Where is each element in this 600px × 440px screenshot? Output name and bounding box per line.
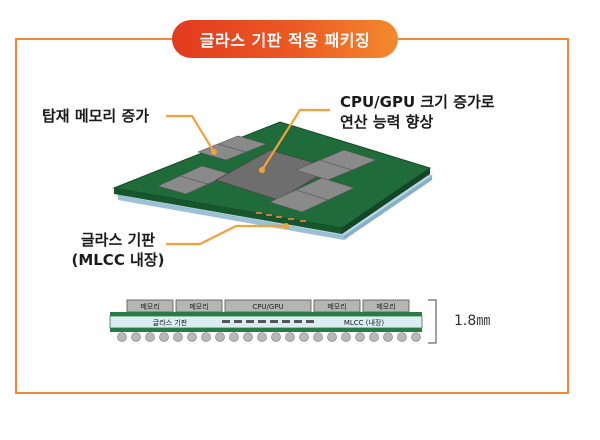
mlcc-markers <box>256 212 306 222</box>
memory-leader-line <box>166 114 215 153</box>
memory-leader-dot <box>211 149 217 155</box>
cpu-gpu-label-line1: CPU/GPU 크기 증가로 <box>340 93 495 111</box>
package-3d <box>112 121 434 240</box>
cross-mlcc-label: MLCC (내장) <box>344 318 385 327</box>
cross-chip-label: 메모리 <box>376 302 395 311</box>
memory-increase-label: 탑재 메모리 증가 <box>42 107 150 125</box>
title-badge: 글라스 기판 적용 패키징 <box>172 20 398 58</box>
memory-chip-3d <box>217 135 267 153</box>
cross-mlcc-dashes <box>222 320 314 323</box>
thickness-label: 1.8㎜ <box>454 313 491 329</box>
cross-board-top <box>110 312 422 316</box>
cross-chip-label: 메모리 <box>140 302 159 311</box>
cross-chip-label: 메모리 <box>189 302 208 311</box>
glass-leader-dot <box>283 223 289 229</box>
cpu-leader-dot <box>259 167 265 173</box>
cross-chip-label: CPU/GPU <box>252 303 283 311</box>
glass-substrate-label-line1: 글라스 기판 <box>80 231 156 249</box>
memory-chip-3d <box>295 177 355 201</box>
cpu-leader-line <box>261 108 330 171</box>
cross-board-bottom <box>110 328 422 332</box>
cross-section: 메모리 메모리 CPU/GPU 메모리 메모리 글라스 기판 MLCC (내장) <box>109 299 437 344</box>
thickness-bracket <box>428 299 437 344</box>
glass-substrate-label-line2: (MLCC 내장) <box>71 251 165 269</box>
cross-chip-label: 메모리 <box>327 302 346 311</box>
solder-balls <box>117 332 421 342</box>
glass-leader-line <box>166 224 286 246</box>
cross-substrate-label: 글라스 기판 <box>153 318 188 327</box>
leader-lines <box>166 108 330 246</box>
memory-chip-3d <box>319 149 377 171</box>
cpu-gpu-label-line2: 연산 능력 향상 <box>340 113 434 131</box>
